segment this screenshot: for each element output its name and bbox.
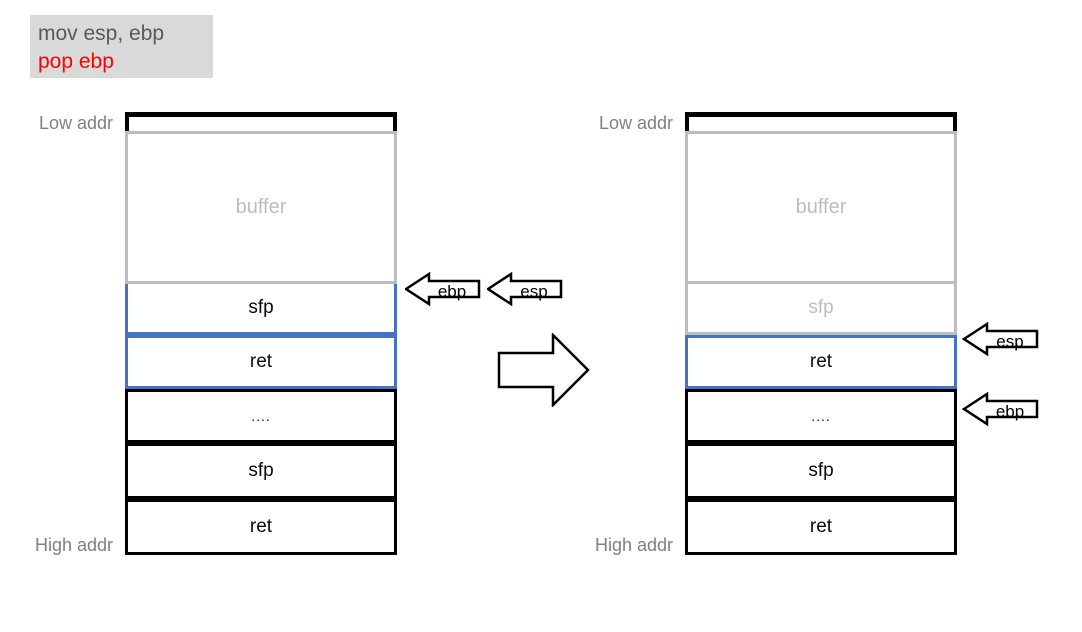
stack-top-strip bbox=[125, 112, 397, 131]
esp-pointer-label: esp bbox=[520, 282, 547, 301]
left-block-arrow-icon bbox=[962, 322, 1039, 356]
code-line-pop: pop ebp bbox=[38, 50, 114, 73]
stack-row-buffer: buffer bbox=[125, 131, 397, 284]
stack-row-sfp-popped: sfp bbox=[685, 281, 957, 335]
stack-row-ret-caller: ret bbox=[125, 499, 397, 555]
stack-row-ret-current: ret bbox=[125, 335, 397, 389]
stack-top-strip bbox=[685, 112, 957, 131]
ebp-pointer-label: ebp bbox=[996, 402, 1024, 421]
esp-pointer-arrow: esp bbox=[962, 322, 1039, 356]
code-line-mov: mov esp, ebp bbox=[38, 22, 165, 45]
stack-after: sfp ret .... sfp ret buffer bbox=[685, 0, 957, 632]
ret-label: ret bbox=[249, 516, 273, 537]
right-block-arrow-icon bbox=[497, 333, 590, 407]
ret-label: ret bbox=[249, 351, 273, 372]
stack-row-ret-caller: ret bbox=[685, 499, 957, 555]
dots-label: .... bbox=[811, 408, 831, 424]
dots-label: .... bbox=[251, 408, 271, 424]
esp-pointer-label: esp bbox=[996, 332, 1023, 351]
stack-row-buffer: buffer bbox=[685, 131, 957, 284]
stack-row-sfp-caller: sfp bbox=[685, 443, 957, 499]
sfp-label: sfp bbox=[248, 460, 274, 481]
stack-row-dots: .... bbox=[685, 389, 957, 443]
buffer-label: buffer bbox=[795, 196, 847, 218]
stack-row-ret-current: ret bbox=[685, 335, 957, 389]
esp-pointer-arrow: esp bbox=[487, 272, 563, 306]
ebp-pointer-arrow: ebp bbox=[405, 272, 481, 306]
high-addr-label-left: High addr bbox=[34, 535, 113, 555]
ebp-pointer-label: ebp bbox=[438, 282, 466, 301]
sfp-label: sfp bbox=[248, 297, 274, 318]
left-block-arrow-icon bbox=[962, 392, 1039, 426]
sfp-label: sfp bbox=[808, 297, 834, 318]
transition-arrow-icon bbox=[497, 333, 590, 407]
low-addr-label-right: Low addr bbox=[598, 113, 673, 133]
stack-row-sfp-current: sfp bbox=[125, 281, 397, 335]
low-addr-label-left: Low addr bbox=[38, 113, 113, 133]
stack-row-dots: .... bbox=[125, 389, 397, 443]
stack-row-sfp-caller: sfp bbox=[125, 443, 397, 499]
left-block-arrow-icon bbox=[487, 272, 563, 306]
ebp-pointer-arrow: ebp bbox=[962, 392, 1039, 426]
ret-label: ret bbox=[809, 516, 833, 537]
left-block-arrow-icon bbox=[405, 272, 481, 306]
stack-before: sfp ret .... sfp ret buffer bbox=[125, 0, 397, 632]
code-block: mov esp, ebp pop ebp bbox=[30, 15, 213, 78]
sfp-label: sfp bbox=[808, 460, 834, 481]
buffer-label: buffer bbox=[235, 196, 287, 218]
ret-label: ret bbox=[809, 351, 833, 372]
high-addr-label-right: High addr bbox=[594, 535, 673, 555]
